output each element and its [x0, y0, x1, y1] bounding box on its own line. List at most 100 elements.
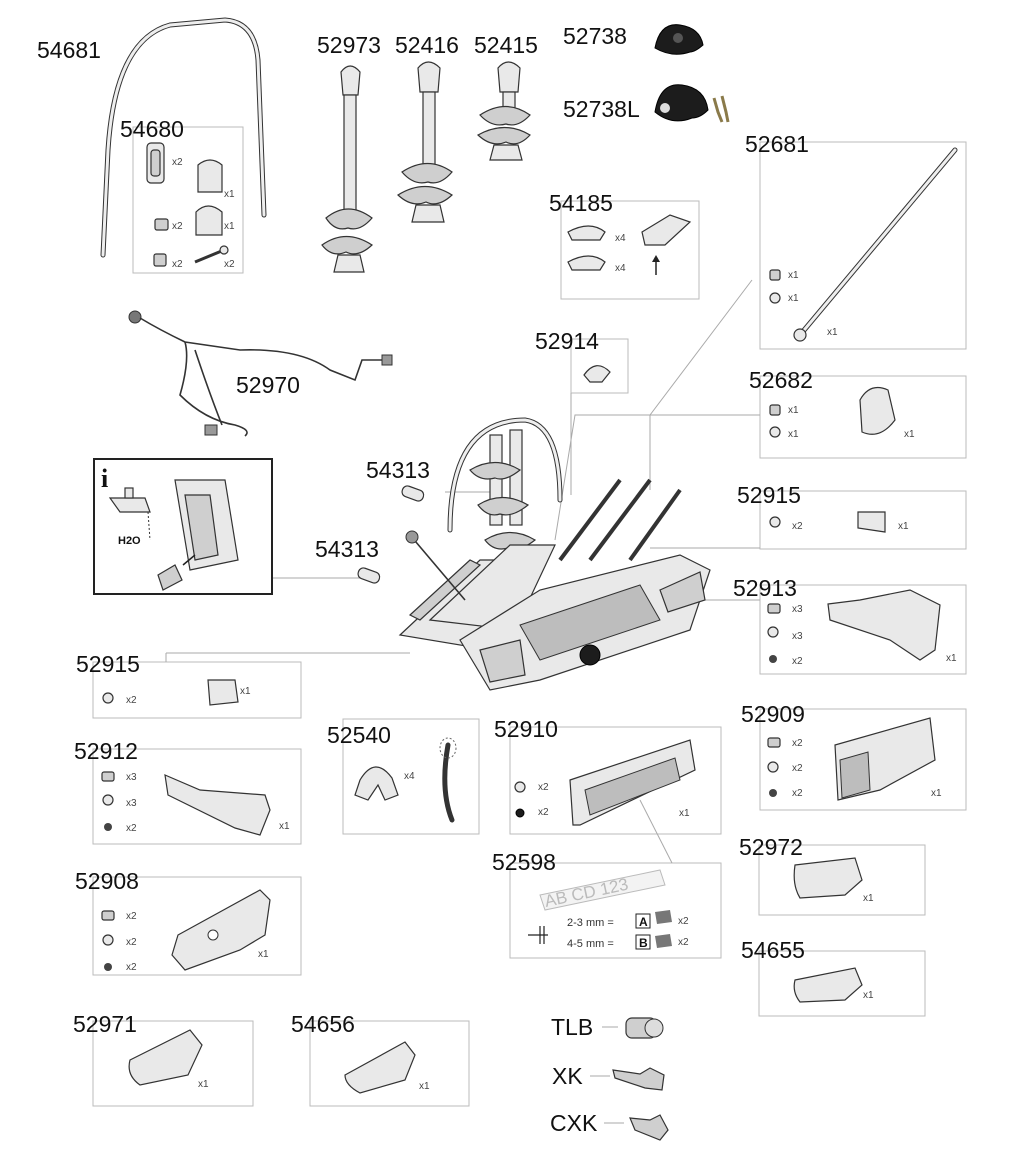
qty: x1: [198, 1079, 209, 1090]
plate-qty-a: x2: [678, 916, 689, 927]
qty: x1: [898, 521, 909, 532]
qty: x1: [788, 429, 799, 440]
caps-right-drawing: [793, 857, 863, 1003]
label-54681: 54681: [37, 37, 101, 63]
label-54656: 54656: [291, 1011, 355, 1037]
caps-bottom-drawing: [128, 1029, 416, 1094]
label-52909: 52909: [741, 701, 805, 727]
parts-52910-drawing: [514, 739, 696, 826]
label-54185: 54185: [549, 190, 613, 216]
label-52908: 52908: [75, 868, 139, 894]
parts-52913-drawing: [767, 589, 941, 663]
parts-52908-drawing: [101, 889, 271, 971]
qty: x1: [419, 1081, 430, 1092]
label-52914: 52914: [535, 328, 599, 354]
qty: x2: [792, 521, 803, 532]
label-52738: 52738: [563, 23, 627, 49]
label-54313-lower: 54313: [315, 536, 379, 562]
qty: x2: [792, 788, 803, 799]
arms-drawing: [321, 61, 531, 273]
qty: x4: [615, 233, 626, 244]
qty: x2: [538, 782, 549, 793]
water-label: H2O: [118, 535, 141, 547]
qty: x2: [792, 656, 803, 667]
label-cxk: CXK: [550, 1110, 598, 1136]
label-52682: 52682: [749, 367, 813, 393]
info-icon: i: [101, 464, 108, 493]
plate-code-a: A: [639, 915, 648, 929]
label-52970: 52970: [236, 372, 300, 398]
qty: x1: [788, 293, 799, 304]
label-52681: 52681: [745, 131, 809, 157]
parts-54680-drawing: [146, 142, 229, 267]
label-52415: 52415: [474, 32, 538, 58]
qty: x3: [126, 798, 137, 809]
qty: x2: [126, 911, 137, 922]
plate-range-b: 4-5 mm =: [567, 938, 614, 950]
qty: x1: [863, 893, 874, 904]
qty: x1: [788, 405, 799, 416]
hoop-54681-drawing: [100, 17, 267, 258]
parts-52909-drawing: [767, 717, 936, 801]
qty: x1: [279, 821, 290, 832]
qty: x1: [788, 270, 799, 281]
plate-52598-drawing: [528, 869, 672, 948]
qty: x3: [792, 604, 803, 615]
label-52915-right: 52915: [737, 482, 801, 508]
label-52972: 52972: [739, 834, 803, 860]
plate-number: AB CD 123: [543, 875, 630, 911]
qty: x1: [904, 429, 915, 440]
part-boxes: [92, 126, 967, 1107]
parts-52915-right-drawing: [769, 511, 886, 533]
parts-54185-drawing: [567, 214, 692, 275]
qty: x1: [224, 221, 235, 232]
parts-52682-drawing: [769, 387, 896, 438]
label-tlb: TLB: [551, 1014, 593, 1040]
label-52910: 52910: [494, 716, 558, 742]
label-52540: 52540: [327, 722, 391, 748]
label-52912: 52912: [74, 738, 138, 764]
rod-52681-drawing: [769, 147, 958, 342]
label-54655: 54655: [741, 937, 805, 963]
qty: x2: [126, 695, 137, 706]
qty: x1: [946, 653, 957, 664]
plate-code-b: B: [639, 936, 648, 950]
qty: x1: [863, 990, 874, 1001]
quantity-labels: x2 x1 x2 x1 x2 x2 x1 x1 x1 x4 x4 x1 x1 x…: [126, 157, 957, 1092]
main-carrier-drawing: [357, 417, 711, 691]
label-52598: 52598: [492, 849, 556, 875]
qty: x2: [172, 259, 183, 270]
qty: x2: [538, 807, 549, 818]
qty: x1: [240, 686, 251, 697]
qty: x1: [931, 788, 942, 799]
qty: x4: [404, 771, 415, 782]
qty: x2: [792, 763, 803, 774]
qty: x2: [172, 157, 183, 168]
qty: x1: [827, 327, 838, 338]
label-52915-left: 52915: [76, 651, 140, 677]
plate-range-a: 2-3 mm =: [567, 917, 614, 929]
part-labels: 54681 54680 52973 52416 52415 52738 5273…: [37, 23, 813, 1136]
leader-lines: [165, 279, 760, 1124]
parts-52912-drawing: [101, 771, 271, 836]
qty: x2: [126, 937, 137, 948]
qty: x2: [792, 738, 803, 749]
label-52416: 52416: [395, 32, 459, 58]
parts-52540-drawing: [354, 737, 457, 823]
parts-52915-left-drawing: [102, 679, 239, 706]
qty: x4: [615, 263, 626, 274]
keys-drawing: [612, 1017, 669, 1141]
info-box-drawing: [93, 458, 273, 595]
knobs-drawing: [654, 24, 730, 123]
label-52913: 52913: [733, 575, 797, 601]
qty: x1: [679, 808, 690, 819]
qty: x2: [126, 823, 137, 834]
label-52973: 52973: [317, 32, 381, 58]
qty: x1: [224, 189, 235, 200]
label-xk: XK: [552, 1063, 583, 1089]
label-52738L: 52738L: [563, 96, 640, 122]
parts-52914-drawing: [583, 365, 611, 383]
label-54680: 54680: [120, 116, 184, 142]
qty: x1: [258, 949, 269, 960]
